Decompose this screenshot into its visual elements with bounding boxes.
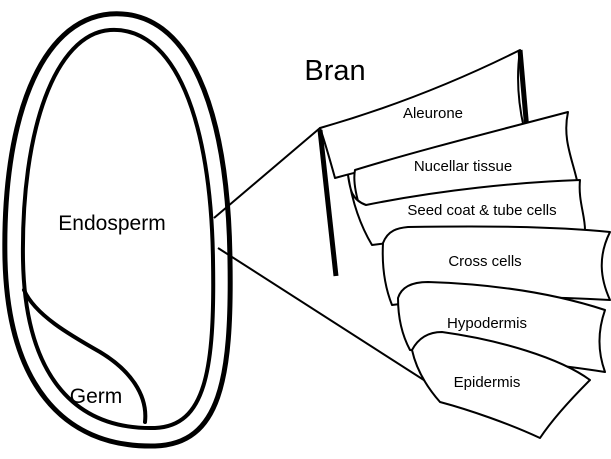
endosperm-to-bran-line-upper <box>214 128 320 218</box>
layer-label-aleurone: Aleurone <box>403 105 463 122</box>
layer-label-nucellar-tissue: Nucellar tissue <box>414 158 512 175</box>
layer-label-epidermis: Epidermis <box>454 374 521 391</box>
layer-label-cross-cells: Cross cells <box>448 253 521 270</box>
germ-label: Germ <box>70 385 123 408</box>
layer-label-hypodermis: Hypodermis <box>447 315 527 332</box>
bran-label: Bran <box>304 55 365 87</box>
layer-label-seed-coat: Seed coat & tube cells <box>407 202 556 219</box>
endosperm-label: Endosperm <box>58 212 165 235</box>
